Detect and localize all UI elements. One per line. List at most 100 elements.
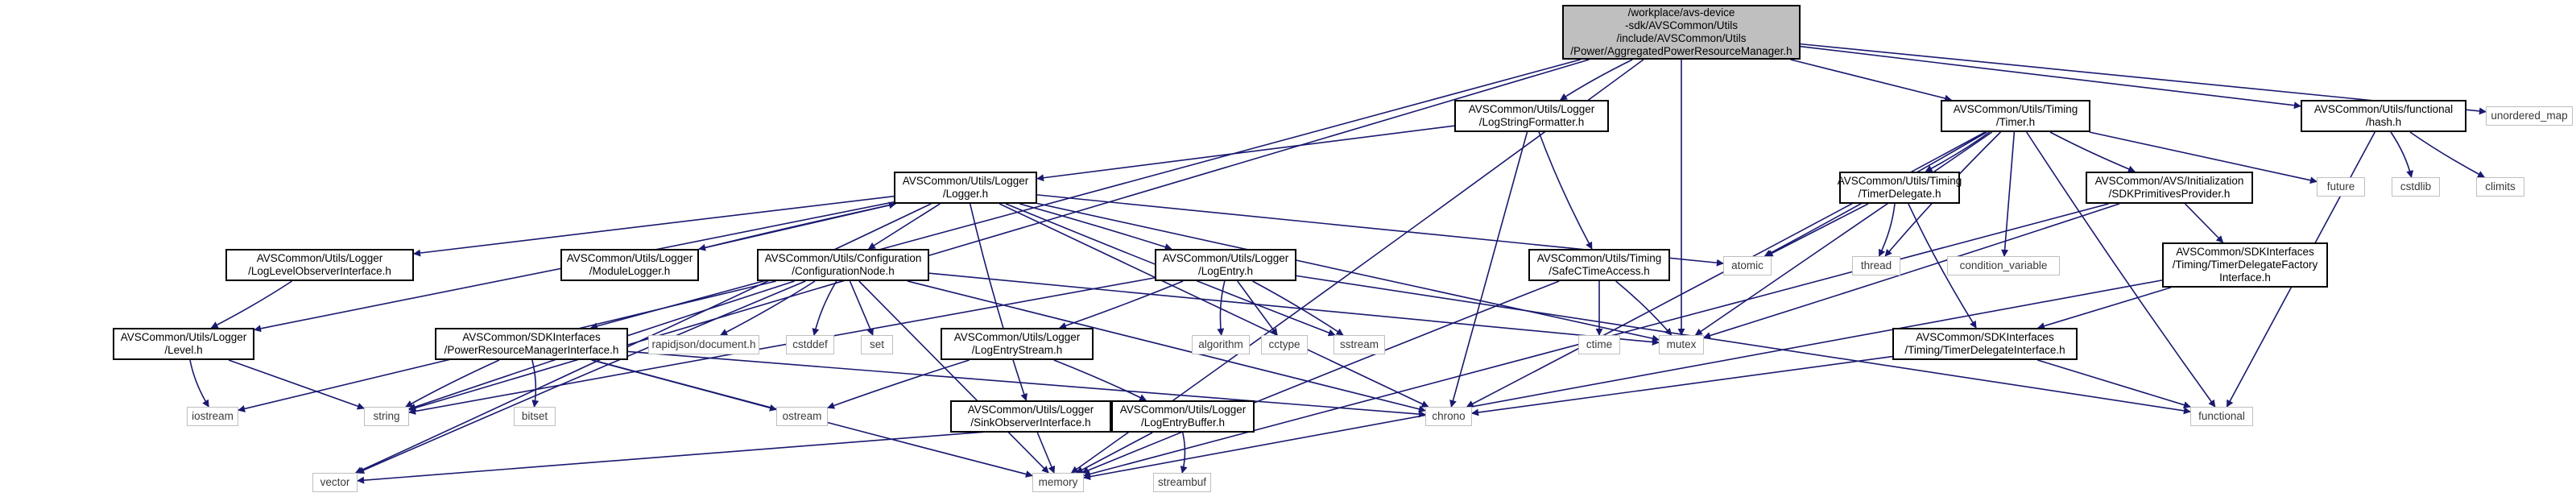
edge-level-to-iostream	[189, 359, 209, 408]
node-label-line: /LogEntry.h	[1197, 265, 1254, 277]
node-label-line: /SinkObserverInterface.h	[970, 416, 1091, 429]
node-timer[interactable]: AVSCommon/Utils/Timing /Timer.h	[1941, 100, 2090, 132]
node-label-line: /LogLevelObserverInterface.h	[248, 265, 391, 277]
node-label-line: /hash.h	[2365, 116, 2402, 128]
node-log-entry[interactable]: AVSCommon/Utils/Logger /LogEntry.h	[1155, 249, 1296, 281]
edge-hash-to-climits	[2409, 131, 2486, 178]
edge-sink-observer-interface-to-memory	[1036, 432, 1056, 474]
node-sink-observer-interface[interactable]: AVSCommon/Utils/Logger /SinkObserverInte…	[950, 400, 1111, 433]
node-streambuf[interactable]: streambuf	[1153, 473, 1211, 492]
node-condition-variable[interactable]: condition_variable	[1947, 256, 2060, 275]
edge-logger-to-log-entry	[1019, 203, 1172, 251]
node-label-line: climits	[2485, 180, 2516, 193]
node-ctime[interactable]: ctime	[1578, 335, 1620, 354]
edge-timer-delegate-to-atomic	[1765, 203, 1869, 257]
edge-timer-delegate-factory-interface-to-timer-delegate-interface	[2037, 287, 2171, 329]
node-aggregated-power-resource-manager[interactable]: /workplace/avs-device -sdk/AVSCommon/Uti…	[1562, 5, 1801, 60]
node-chrono[interactable]: chrono	[1425, 407, 1472, 426]
edge-level-to-string	[228, 359, 365, 410]
node-label-line: AVSCommon/Utils/Logger	[1468, 103, 1595, 115]
edge-power-resource-manager-interface-to-chrono	[627, 350, 1426, 418]
node-label-line: cstddef	[792, 338, 828, 350]
node-label-line: AVSCommon/Utils/Timing	[1953, 103, 2078, 115]
node-memory[interactable]: memory	[1032, 473, 1084, 492]
node-label-line: /SafeCTimeAccess.h	[1548, 265, 1650, 277]
node-hash[interactable]: AVSCommon/Utils/functional /hash.h	[2301, 100, 2466, 132]
node-module-logger[interactable]: AVSCommon/Utils/Logger /ModuleLogger.h	[560, 249, 699, 281]
edge-logger-to-sink-observer-interface	[969, 203, 1028, 401]
node-power-resource-manager-interface[interactable]: AVSCommon/SDKInterfaces /PowerResourceMa…	[435, 328, 628, 360]
node-label-line: iostream	[192, 410, 234, 422]
node-iostream[interactable]: iostream	[187, 407, 238, 426]
node-set[interactable]: set	[861, 335, 893, 354]
edge-module-logger-to-logger	[698, 201, 897, 250]
node-mutex[interactable]: mutex	[1659, 335, 1704, 354]
edge-logger-to-mutex	[1036, 202, 1660, 342]
node-future[interactable]: future	[2317, 177, 2365, 197]
edge-logger-to-configuration-node	[867, 203, 941, 250]
node-label-line: algorithm	[1198, 338, 1243, 350]
edge-log-level-observer-interface-to-level	[210, 280, 292, 329]
node-sdk-primitives-provider[interactable]: AVSCommon/AVS/Initialization /SDKPrimiti…	[2086, 172, 2253, 204]
node-label-line: /TimerDelegate.h	[1858, 188, 1941, 200]
node-logger[interactable]: AVSCommon/Utils/Logger /Logger.h	[894, 172, 1037, 204]
edge-logger-to-chrono	[999, 203, 1429, 408]
edge-aggregated-power-resource-manager-to-power-resource-manager-interface	[589, 59, 1581, 330]
node-label-line: AVSCommon/Utils/Logger	[256, 252, 383, 264]
node-log-entry-stream[interactable]: AVSCommon/Utils/Logger /LogEntryStream.h	[941, 328, 1094, 360]
node-cctype[interactable]: cctype	[1261, 335, 1308, 354]
edge-log-entry-to-sstream	[1252, 280, 1344, 336]
edge-logger-to-log-level-observer-interface	[413, 195, 895, 257]
edge-timer-to-timer-delegate	[1925, 131, 1991, 172]
node-log-string-formatter[interactable]: AVSCommon/Utils/Logger /LogStringFormatt…	[1454, 100, 1609, 132]
node-log-entry-buffer[interactable]: AVSCommon/Utils/Logger /LogEntryBuffer.h	[1111, 400, 1255, 433]
node-atomic[interactable]: atomic	[1723, 256, 1772, 275]
node-ostream[interactable]: ostream	[776, 407, 828, 426]
node-label-line: streambuf	[1157, 476, 1207, 488]
node-cstddef[interactable]: cstddef	[786, 335, 834, 354]
node-label-line: AVSCommon/Utils/Logger	[120, 331, 247, 343]
node-cstdlib[interactable]: cstdlib	[2392, 177, 2440, 197]
node-label-line: /Power/AggregatedPowerResourceManager.h	[1570, 45, 1792, 57]
node-timer-delegate-factory-interface[interactable]: AVSCommon/SDKInterfaces /Timing/TimerDel…	[2162, 242, 2328, 288]
node-log-level-observer-interface[interactable]: AVSCommon/Utils/Logger /LogLevelObserver…	[225, 249, 414, 281]
edge-log-entry-stream-to-log-entry-buffer	[1053, 359, 1147, 401]
edge-log-string-formatter-to-safe-c-time-access	[1538, 131, 1593, 250]
edge-timer-to-sdk-primitives-provider	[2049, 131, 2136, 173]
node-rapidjson-document[interactable]: rapidjson/document.h	[648, 335, 759, 354]
edge-timer-to-future	[2089, 131, 2318, 184]
node-timer-delegate[interactable]: AVSCommon/Utils/Timing /TimerDelegate.h	[1838, 172, 1962, 204]
node-label-line: AVSCommon/Utils/Logger	[566, 252, 693, 264]
node-bitset[interactable]: bitset	[514, 407, 556, 426]
node-label-line: ctime	[1586, 338, 1613, 350]
node-functional[interactable]: functional	[2190, 407, 2253, 426]
node-label-line: future	[2326, 180, 2355, 193]
node-label-line: /LogEntryStream.h	[971, 344, 1063, 356]
node-thread[interactable]: thread	[1852, 256, 1900, 275]
edge-safe-c-time-access-to-memory	[1081, 280, 1560, 474]
node-unordered-map[interactable]: unordered_map	[2486, 106, 2573, 126]
node-timer-delegate-interface[interactable]: AVSCommon/SDKInterfaces /Timing/TimerDel…	[1892, 328, 2078, 360]
edge-configuration-node-to-set	[849, 280, 874, 336]
node-label-line: Interface.h	[2219, 271, 2271, 284]
node-algorithm[interactable]: algorithm	[1192, 335, 1250, 354]
edge-timer-delegate-interface-to-functional	[2037, 359, 2191, 408]
node-label-line: AVSCommon/Utils/Timing	[1536, 252, 1662, 264]
node-label-line: cctype	[1268, 338, 1300, 350]
node-sstream[interactable]: sstream	[1333, 335, 1385, 354]
node-climits[interactable]: climits	[2476, 177, 2524, 197]
node-safe-c-time-access[interactable]: AVSCommon/Utils/Timing /SafeCTimeAccess.…	[1528, 249, 1670, 281]
node-vector[interactable]: vector	[312, 473, 358, 492]
node-label-line: /Timer.h	[1995, 116, 2036, 128]
node-label-line: /LogStringFormatter.h	[1478, 116, 1585, 128]
edge-aggregated-power-resource-manager-to-log-string-formatter	[1560, 59, 1633, 101]
node-configuration-node[interactable]: AVSCommon/Utils/Configuration /Configura…	[757, 249, 929, 281]
node-string[interactable]: string	[364, 407, 409, 426]
node-label-line: unordered_map	[2491, 110, 2568, 122]
edge-configuration-node-to-rapidjson-document	[720, 280, 816, 336]
node-label-line: AVSCommon/SDKInterfaces	[2176, 246, 2314, 258]
edge-log-entry-buffer-to-streambuf	[1180, 432, 1188, 474]
node-label-line: ostream	[782, 410, 822, 422]
node-label-line: /SDKPrimitivesProvider.h	[2108, 188, 2231, 200]
node-level[interactable]: AVSCommon/Utils/Logger /Level.h	[113, 328, 254, 360]
